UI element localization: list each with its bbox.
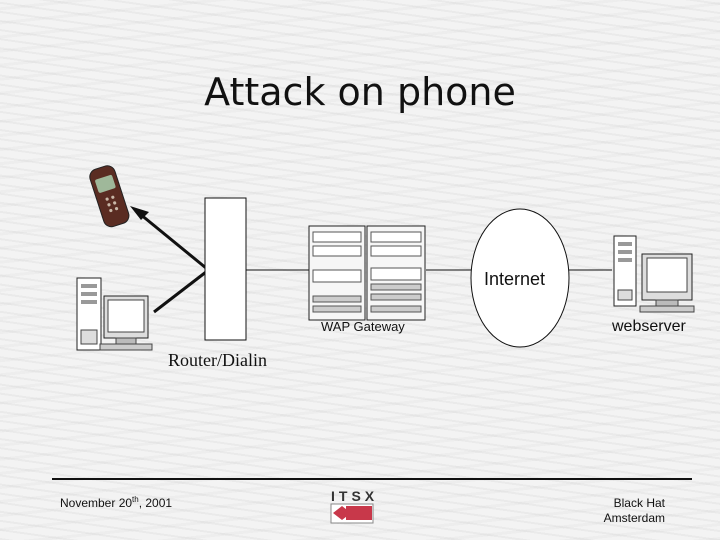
footer-event: Black Hat Amsterdam <box>585 496 665 526</box>
router-box <box>204 197 247 341</box>
internet-label: Internet <box>484 269 546 289</box>
link-pc-router <box>153 270 207 314</box>
footer-divider <box>52 478 692 480</box>
wap-gateway-label: WAP Gateway <box>321 319 405 334</box>
wap-gateway-icon <box>308 225 426 321</box>
attack-arrowhead <box>130 206 149 220</box>
footer-event-line1: Black Hat <box>613 496 665 510</box>
footer-logo-text: ITSX <box>331 488 379 504</box>
internet-cloud <box>470 208 570 348</box>
itsx-logo-mark <box>330 503 374 524</box>
router-label: Router/Dialin <box>168 350 267 370</box>
mobile-phone-icon <box>89 165 130 228</box>
footer-event-line2: Amsterdam <box>603 511 665 525</box>
footer-date-suffix: th <box>132 495 139 504</box>
webserver-label: webserver <box>612 318 686 335</box>
footer-date-main: November 20 <box>60 496 133 510</box>
slide-title: Attack on phone <box>204 70 516 114</box>
client-computer-icon <box>76 277 153 351</box>
footer-date-year: , 2001 <box>138 496 173 510</box>
webserver-icon <box>613 235 695 313</box>
attack-arrow <box>139 212 207 270</box>
footer-date: November 20th, 2001 <box>60 495 172 510</box>
